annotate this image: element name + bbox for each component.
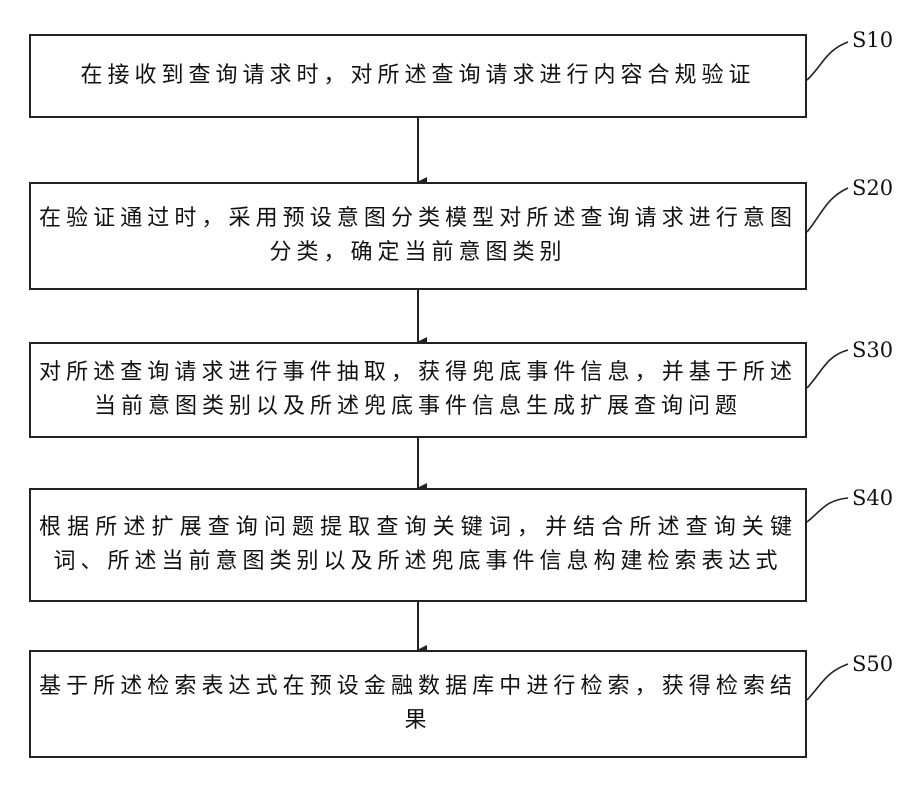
- step-label-s40: S40: [852, 486, 893, 510]
- step-text-s50: 基于所述检索表达式在预设金融数据库中进行检索，获得检索结果: [39, 670, 797, 738]
- step-text-s10: 在接收到查询请求时，对所述查询请求进行内容合规验证: [39, 59, 797, 93]
- step-box-s40: 根据所述扩展查询问题提取查询关键词，并结合所述查询关键词、所述当前意图类别以及所…: [29, 488, 807, 602]
- leader-s50: [807, 664, 848, 700]
- step-text-s20: 在验证通过时，采用预设意图分类模型对所述查询请求进行意图分类，确定当前意图类别: [39, 202, 797, 270]
- step-label-s50: S50: [852, 652, 893, 676]
- step-box-s50: 基于所述检索表达式在预设金融数据库中进行检索，获得检索结果: [29, 650, 807, 758]
- step-text-s40: 根据所述扩展查询问题提取查询关键词，并结合所述查询关键词、所述当前意图类别以及所…: [39, 511, 797, 579]
- step-box-s10: 在接收到查询请求时，对所述查询请求进行内容合规验证: [29, 34, 807, 118]
- step-label-s20: S20: [852, 176, 893, 200]
- leader-s30: [807, 350, 848, 388]
- step-box-s20: 在验证通过时，采用预设意图分类模型对所述查询请求进行意图分类，确定当前意图类别: [29, 182, 807, 290]
- step-label-s30: S30: [852, 338, 893, 362]
- step-text-s30: 对所述查询请求进行事件抽取，获得兜底事件信息，并基于所述当前意图类别以及所述兜底…: [39, 356, 797, 424]
- step-box-s30: 对所述查询请求进行事件抽取，获得兜底事件信息，并基于所述当前意图类别以及所述兜底…: [29, 342, 807, 438]
- leader-s40: [807, 498, 848, 522]
- leader-s10: [807, 42, 848, 80]
- step-label-s10: S10: [852, 28, 893, 52]
- leader-s20: [807, 188, 848, 232]
